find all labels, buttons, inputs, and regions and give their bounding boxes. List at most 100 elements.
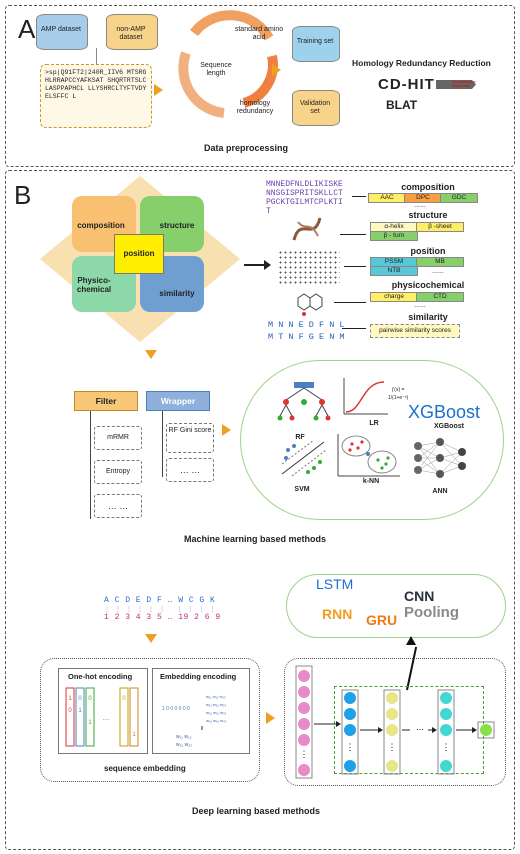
svg-text:w₂₁ w₂₂: w₂₁ w₂₂ xyxy=(176,742,192,748)
wrapper-header: Wrapper xyxy=(146,391,210,411)
arrow-down-to-encoding xyxy=(145,634,157,643)
quadrant-structure-label: structure xyxy=(159,221,195,230)
similarity-seq-bottom: M T N F G E N M xyxy=(268,332,345,342)
wrapper-item-rf-gini: RF Gini score xyxy=(166,423,214,453)
feature-arrow-3 xyxy=(344,266,366,267)
arrow-to-features-head xyxy=(264,260,271,270)
svg-text:w₂₁ w₂₂ w₂₃: w₂₁ w₂₂ w₂₃ xyxy=(206,702,226,707)
filter-header: Filter xyxy=(74,391,138,411)
tag-mb: MB xyxy=(416,257,464,267)
model-ann: ANN xyxy=(432,488,448,495)
feature-similarity-title: similarity xyxy=(408,312,448,322)
panel-a xyxy=(5,5,515,167)
ml-caption: Machine learning based methods xyxy=(184,534,327,544)
neural-network-diagram: ⋮ ⋮ ⋮ ⋯ ⋮ xyxy=(295,665,495,779)
dl-word-lstm: LSTM xyxy=(316,576,354,592)
svg-text:w₃₁ w₃₂ w₃₃: w₃₁ w₃₂ w₃₃ xyxy=(206,710,227,715)
svm-image xyxy=(281,439,327,477)
model-knn: k-NN xyxy=(362,478,380,485)
tag-gdc: GDC xyxy=(440,193,478,203)
embed-caption: sequence embedding xyxy=(104,764,186,773)
feature-arrow-5 xyxy=(342,328,366,329)
feature-position-title: position xyxy=(410,246,446,256)
physicochemical-ellipsis: ...... xyxy=(414,302,426,309)
quadrant-position-label: position xyxy=(123,249,155,258)
arrow-to-features-line xyxy=(244,264,266,266)
panel-b-letter: B xyxy=(14,180,32,210)
svg-text:⋮: ⋮ xyxy=(388,742,397,752)
tag-beta-turn: β - turn xyxy=(370,231,418,241)
non-amp-dataset-cylinder xyxy=(106,14,158,50)
model-rf: RF xyxy=(295,434,305,441)
similarity-seq-top: M N N E D F N L xyxy=(268,320,345,330)
position-ellipsis: ...... xyxy=(432,268,444,275)
training-set-cylinder xyxy=(292,26,340,62)
svg-text:1: 1 xyxy=(132,732,136,738)
tag-pairwise-similarity: pairwise similarity scores xyxy=(370,324,460,338)
quadrant-position xyxy=(114,234,164,274)
tag-ntb: NTB xyxy=(370,266,418,276)
cycle-sequence-length: Sequence length xyxy=(200,62,232,77)
svg-text:1: 1 xyxy=(68,696,72,702)
feature-arrow-1 xyxy=(352,196,366,197)
filter-item-more: … … xyxy=(94,494,142,518)
svg-text:1 0 0 0 0 0 0: 1 0 0 0 0 0 0 xyxy=(162,706,190,712)
svg-text:⋮: ⋮ xyxy=(300,749,309,759)
cdhit-sub: Representative Sequences xyxy=(452,80,476,88)
tag-beta-sheet: β -sheet xyxy=(416,222,464,232)
homology-title: Homology Redundancy Reduction xyxy=(352,58,491,68)
non-amp-dataset-label: non-AMP dataset xyxy=(116,26,146,41)
tag-charge: charge xyxy=(370,292,418,302)
quadrant-physicochemical-label: Physico-chemical xyxy=(76,276,112,294)
pssm-matrix-image xyxy=(278,250,340,284)
svg-text:⋮: ⋮ xyxy=(442,742,451,752)
embedding-matrix-image: 1 0 0 0 0 0 0 w₁₁ w₁₂ w₁₃ w₂₁ w₂₂ w₂₃ w₃… xyxy=(162,694,227,748)
panel-b xyxy=(5,170,515,850)
feature-physicochemical-title: physicochemical xyxy=(391,280,465,290)
onehot-title: One-hot encoding xyxy=(68,672,133,681)
filter-item-mrmr: mRMR xyxy=(94,426,142,450)
numbers-sequence: 1 2 3 4 3 5 … 19 2 6 9 xyxy=(104,613,221,622)
embedding-title: Embedding encoding xyxy=(160,672,237,681)
feature-composition-title: composition xyxy=(401,182,455,192)
validation-set-label: Validation set xyxy=(299,100,331,115)
model-xgboost: XGBoost xyxy=(434,423,464,430)
svg-text:⋯: ⋯ xyxy=(416,725,424,734)
filter-bracket xyxy=(90,411,91,519)
sequence-box: >sp|Q91FT2|240R_IIV6 MTSRGHLRRAPCCYAFKSA… xyxy=(40,64,152,128)
dl-word-rnn: RNN xyxy=(322,606,353,622)
protein-structure-image xyxy=(292,217,322,241)
svg-text:w₁₁ w₁₂ w₁₃: w₁₁ w₁₂ w₁₃ xyxy=(206,694,226,699)
arrow-to-cycle xyxy=(154,84,163,96)
model-svm: SVM xyxy=(294,486,310,493)
wrapper-item-more: … … xyxy=(166,458,214,482)
dataset-connector xyxy=(96,48,97,64)
amp-dataset-label: AMP dataset xyxy=(41,26,81,33)
arrow-to-network xyxy=(266,712,275,724)
arrow-up-head xyxy=(406,636,416,645)
tag-ctd: CTD xyxy=(416,292,464,302)
rf-tree-image xyxy=(277,382,331,421)
dl-model-cloud xyxy=(286,574,506,638)
network-container xyxy=(284,658,506,786)
onehot-box xyxy=(58,668,148,754)
feature-arrow-2 xyxy=(340,234,366,235)
svg-text:1: 1 xyxy=(88,720,92,726)
cdhit-logo: CD-HIT xyxy=(378,76,435,93)
cycle-standard-amino-acid: standard amino acid xyxy=(234,26,284,41)
ann-image xyxy=(414,438,466,478)
amp-dataset-cylinder xyxy=(36,14,88,50)
xgboost-logo: XGBoost xyxy=(408,402,481,422)
svg-text:0: 0 xyxy=(122,696,126,702)
cdhit-arrow-graphic xyxy=(436,80,476,89)
lr-curve-image xyxy=(343,378,388,415)
feature-arrow-4 xyxy=(334,302,366,303)
arrow-to-models xyxy=(222,424,231,436)
embedding-box xyxy=(152,668,250,754)
wrapper-bracket xyxy=(162,411,163,477)
colored-sequence: MNNEDFNLDLIKISKE NNSGISPRITSKLLCT PGCKTG… xyxy=(266,180,343,216)
dl-word-cnn: CNN xyxy=(404,588,435,604)
embedding-container xyxy=(40,658,260,782)
lr-formula: ƒ(x) = 1/(1+e⁻ˣ) xyxy=(387,387,409,401)
filter-item-entropy: Entropy xyxy=(94,460,142,484)
